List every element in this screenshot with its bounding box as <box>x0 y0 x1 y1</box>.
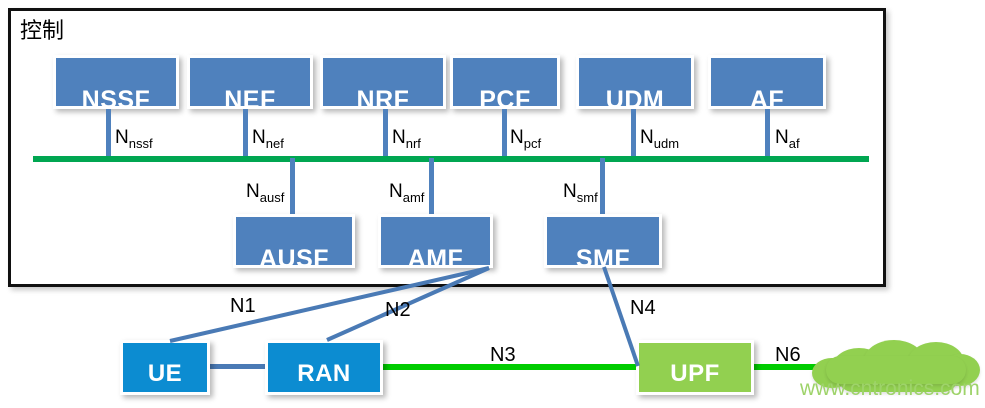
stub-af <box>765 109 770 161</box>
watermark: www.cntronics.com <box>800 377 980 400</box>
ref-label-n4: N4 <box>630 297 656 319</box>
interface-sub-smf: smf <box>576 189 598 205</box>
nf-box-smf[interactable]: SMF <box>544 214 662 268</box>
interface-label-pcf: Npcf <box>510 128 541 150</box>
nf-box-nssf[interactable]: NSSF <box>53 55 179 109</box>
interface-label-udm: Nudm <box>640 128 679 150</box>
interface-label-nssf: Nnssf <box>115 128 153 150</box>
interface-sub-nssf: nssf <box>128 135 153 151</box>
stub-nrf <box>383 109 388 161</box>
ref-label-n1: N1 <box>230 295 256 317</box>
interface-sub-udm: udm <box>653 135 680 151</box>
interface-letter-nrf: N <box>392 127 406 148</box>
nf-label-amf: AMF <box>407 245 464 268</box>
nf-label-nssf: NSSF <box>81 86 151 109</box>
nf-label-nrf: NRF <box>356 86 410 109</box>
nf-box-ran[interactable]: RAN <box>265 340 383 395</box>
nf-label-ran: RAN <box>297 360 351 387</box>
stub-udm <box>631 109 636 161</box>
nf-label-pcf: PCF <box>479 86 531 109</box>
ref-label-n2: N2 <box>385 299 411 321</box>
interface-letter-udm: N <box>640 127 654 148</box>
interface-label-af: Naf <box>775 128 800 150</box>
interface-label-smf: Nsmf <box>563 182 598 204</box>
interface-sub-pcf: pcf <box>523 135 542 151</box>
nf-label-af: AF <box>749 86 785 109</box>
interface-letter-pcf: N <box>510 127 524 148</box>
stub-nssf <box>106 109 111 161</box>
nf-box-ue[interactable]: UE <box>120 340 210 395</box>
stub-nef <box>243 109 248 161</box>
nf-label-upf: UPF <box>670 360 720 387</box>
interface-label-ausf: Nausf <box>246 182 284 204</box>
interface-letter-nef: N <box>252 127 266 148</box>
nf-box-amf[interactable]: AMF <box>378 214 493 268</box>
interface-label-nef: Nnef <box>252 128 284 150</box>
stub-smf <box>600 158 605 216</box>
cloud-puff <box>826 356 966 384</box>
ref-label-n6: N6 <box>775 344 801 366</box>
interface-sub-af: af <box>788 135 800 151</box>
nf-box-ausf[interactable]: AUSF <box>233 214 355 268</box>
link-n3-ran-upf <box>380 364 642 370</box>
link-ue-ran <box>208 364 268 369</box>
nf-box-upf[interactable]: UPF <box>636 340 754 395</box>
ref-label-n3: N3 <box>490 344 516 366</box>
data-network-cloud <box>812 340 980 392</box>
nf-label-ue: UE <box>147 360 183 387</box>
interface-label-nrf: Nnrf <box>392 128 421 150</box>
interface-letter-af: N <box>775 127 789 148</box>
interface-sub-nrf: nrf <box>405 135 421 151</box>
nf-label-ausf: AUSF <box>258 245 330 268</box>
stub-amf <box>429 158 434 216</box>
stub-pcf <box>502 109 507 161</box>
link-n6-upf-dn <box>752 364 840 370</box>
nf-label-udm: UDM <box>605 86 665 109</box>
interface-label-amf: Namf <box>389 182 424 204</box>
nf-box-udm[interactable]: UDM <box>576 55 694 109</box>
nf-box-nrf[interactable]: NRF <box>320 55 446 109</box>
interface-letter-nssf: N <box>115 127 129 148</box>
interface-sub-ausf: ausf <box>259 189 285 205</box>
stub-ausf <box>290 158 295 216</box>
interface-letter-smf: N <box>563 181 577 202</box>
nf-box-af[interactable]: AF <box>708 55 826 109</box>
interface-sub-nef: nef <box>265 135 284 151</box>
service-based-interface-bus <box>33 156 869 162</box>
interface-letter-amf: N <box>389 181 403 202</box>
control-plane-title: 控制 <box>20 18 65 43</box>
nf-box-nef[interactable]: NEF <box>187 55 313 109</box>
nf-box-pcf[interactable]: PCF <box>450 55 560 109</box>
interface-sub-amf: amf <box>402 189 425 205</box>
interface-letter-ausf: N <box>246 181 260 202</box>
nf-label-smf: SMF <box>575 245 631 268</box>
nf-label-nef: NEF <box>224 86 276 109</box>
